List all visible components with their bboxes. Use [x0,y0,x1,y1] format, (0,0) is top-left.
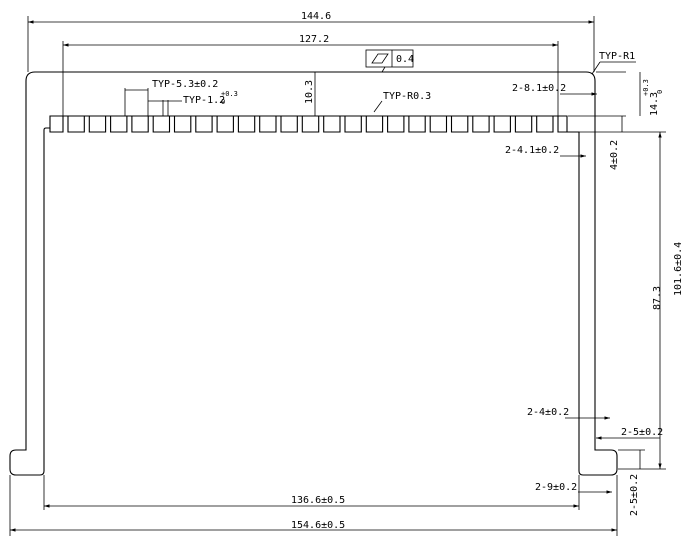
parallelogram-icon [371,53,389,64]
dim-fin-width: TYP-1.2 [183,95,225,106]
dim-foot-width: 2-9±0.2 [535,482,577,493]
dim-overall-bottom: 154.6±0.5 [291,520,345,531]
dim-fin-root: 4±0.2 [609,140,620,170]
dim-edge-gap-fin: 2-4.1±0.2 [505,145,559,156]
dimension-lines [10,20,662,532]
dim-fin-span: 127.2 [299,34,329,45]
dim-inner-width: 136.6±0.5 [291,495,345,506]
dim-wall-inner: 2-4±0.2 [527,407,569,418]
dim-fin-height: 10.3 [304,80,315,104]
dim-overall-top: 144.6 [301,11,331,22]
dim-fin-width-sup: +0.3 [221,90,238,98]
dim-flatness: 0.4 [396,54,414,65]
dim-fin-pitch: TYP-5.3±0.2 [152,79,218,90]
dim-corner-radius: TYP-R1 [599,51,635,62]
outer-profile [9,71,618,476]
flatness-frame [365,49,414,68]
dim-fin-width-base: TYP-1.2 [183,95,225,106]
dim-fin-width-sub: 0 [221,98,225,106]
dim-foot-depth: 2-5±0.2 [621,427,663,438]
dim-fin-radius: TYP-R0.3 [383,91,431,102]
dim-foot-height: 2-5±0.2 [629,474,640,516]
dim-top-to-base-sub: 0 [656,90,664,94]
dim-height-total: 101.6±0.4 [673,242,684,296]
dim-height-inner: 87.3 [652,286,663,310]
fin-comb [49,115,567,133]
dim-edge-gap-top: 2-8.1±0.2 [512,83,566,94]
dim-top-to-base-sup: +0.3 [642,79,650,96]
dim-top-to-base: 14.3 [649,92,660,116]
extension-lines [9,16,666,536]
